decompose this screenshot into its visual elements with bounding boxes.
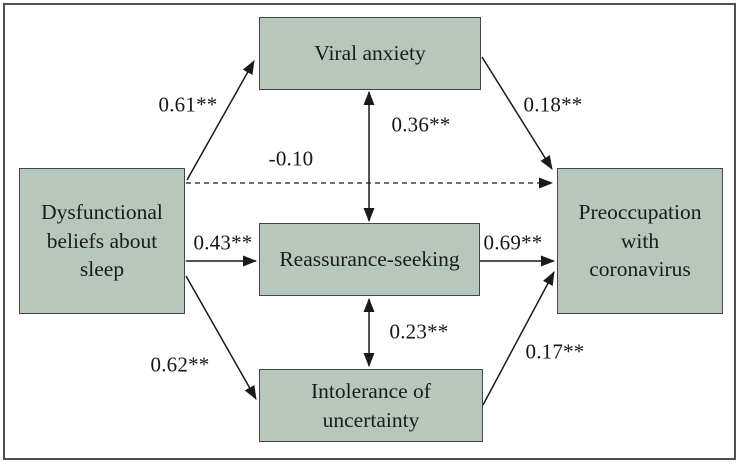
node-dysfunctional-beliefs-about-sleep: Dysfunctional beliefs about sleep	[19, 168, 185, 314]
coefficient-reassurance-preoccupation: 0.69**	[483, 230, 543, 255]
coefficient-beliefs-reassurance: 0.43**	[193, 230, 253, 255]
arrow-intolerance-to-preoccupation	[482, 271, 555, 406]
coefficient-viral-anxiety-preoccupation: 0.18**	[523, 92, 583, 117]
arrow-viral-anxiety-to-preoccupation	[481, 56, 553, 170]
node-reassurance-seeking: Reassurance-seeking	[259, 223, 480, 296]
coefficient-viral-anxiety-reassurance: 0.36**	[391, 112, 451, 137]
coefficient-reassurance-intolerance: 0.23**	[389, 319, 449, 344]
node-viral-anxiety: Viral anxiety	[259, 17, 481, 90]
coefficient-beliefs-preoccupation: -0.10	[268, 146, 314, 171]
arrow-beliefs-to-viral-anxiety	[186, 60, 255, 181]
coefficient-intolerance-preoccupation: 0.17**	[525, 339, 585, 364]
arrow-beliefs-to-intolerance	[185, 275, 257, 400]
node-intolerance-of-uncertainty: Intolerance of uncertainty	[259, 369, 483, 442]
coefficient-beliefs-viral-anxiety: 0.61**	[158, 92, 218, 117]
coefficient-beliefs-intolerance: 0.62**	[150, 352, 210, 377]
node-preoccupation-with-coronavirus: Preoccupation with coronavirus	[557, 168, 723, 314]
